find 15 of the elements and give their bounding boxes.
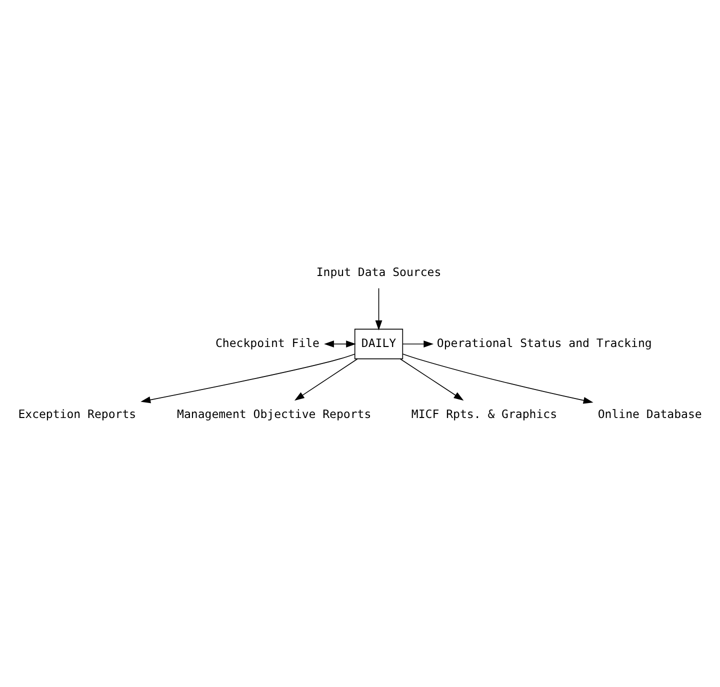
arrow (140, 353, 356, 403)
node-text: Online Database (598, 406, 702, 420)
node-text: Input Data Sources (316, 264, 442, 279)
arrow (375, 287, 382, 330)
arrow (324, 340, 356, 347)
node-text: Operational Status and Tracking (436, 336, 652, 350)
node-box: DAILY (354, 328, 404, 359)
arrow (402, 353, 594, 404)
arrow (402, 340, 434, 347)
arrow (400, 358, 464, 400)
arrow (294, 358, 358, 400)
node-text: Checkpoint File (216, 336, 320, 350)
node-text: MICF Rpts. & Graphics (411, 406, 558, 420)
node-text: Management Objective Reports (177, 406, 372, 420)
node-text: Exception Reports (18, 406, 136, 420)
